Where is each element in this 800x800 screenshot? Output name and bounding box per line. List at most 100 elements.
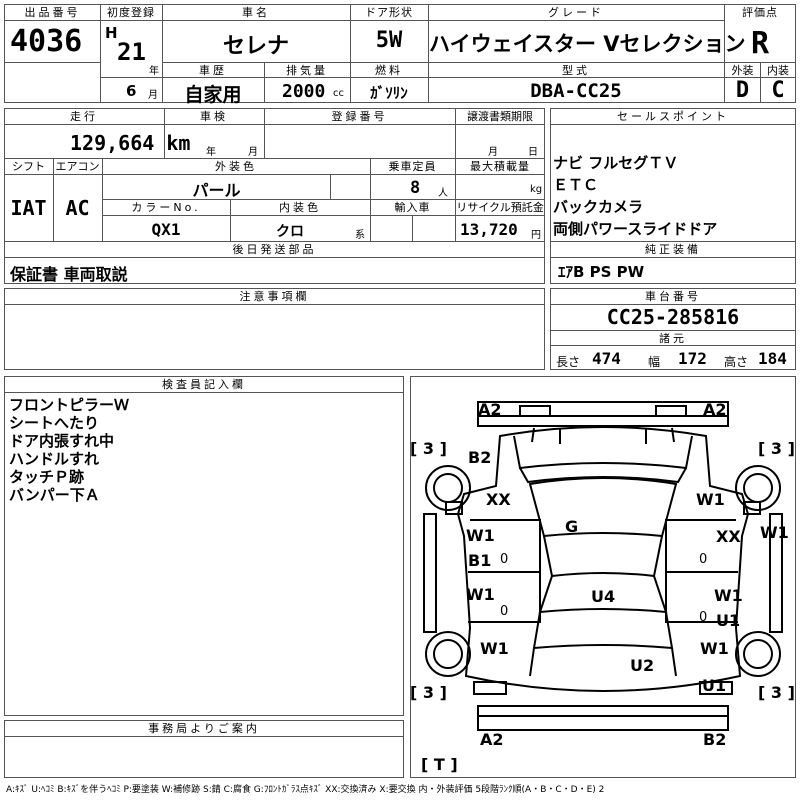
reg-era: H	[105, 24, 118, 42]
tire-tread-front-left: [ 3 ]	[410, 439, 447, 458]
label-capacity: 乗車定員	[371, 160, 454, 173]
length-label: 長さ	[556, 355, 581, 369]
label-sales-points: セールスポイント	[551, 110, 795, 123]
car-name: セレナ	[222, 34, 289, 59]
damage-code-rear-left: A2	[480, 730, 504, 749]
label-exterior: 外装	[725, 64, 760, 77]
damage-code-right-quarter: W1	[700, 639, 729, 658]
damage-code-left-fender-2: XX	[486, 490, 511, 509]
damage-code-left-door-2: B1	[468, 551, 492, 570]
label-fuel: 燃料	[351, 64, 427, 77]
label-aircon: エアコン	[54, 160, 101, 173]
chassis-number: CC25-285816	[606, 305, 740, 329]
aircon: AC	[65, 196, 90, 220]
sales-points-panel	[550, 108, 796, 284]
model-code: DBA-CC25	[530, 80, 622, 102]
damage-code-front-right: A2	[703, 400, 727, 419]
damage-code-right-fender: W1	[696, 490, 725, 509]
damage-code-left-rear-door: W1	[466, 585, 495, 604]
header-panel	[4, 4, 796, 103]
label-inspector: 検査員記入欄	[5, 378, 403, 391]
label-reg-no: 登録番号	[265, 110, 454, 123]
shift: IAT	[10, 196, 47, 220]
sales-point: ＥＴＣ	[553, 176, 599, 194]
label-notes: 注意事項欄	[5, 290, 544, 303]
reg-month: 6	[126, 82, 137, 100]
notes-panel	[4, 288, 545, 370]
displacement: 2000	[282, 81, 326, 102]
damage-code-right-rear: U1	[702, 676, 727, 695]
inspector-note: フロントピラーＷ	[9, 396, 130, 414]
sales-point: ナビ フルセグＴＶ	[553, 154, 679, 172]
damage-code-left-quarter: W1	[480, 639, 509, 658]
inspector-note: ドア内張すれ中	[9, 432, 115, 450]
color-no: QX1	[151, 220, 181, 239]
later-parts: 保証書 車両取説	[10, 265, 128, 284]
damage-code-left-door-1: W1	[466, 526, 495, 545]
max-load-unit: kg	[530, 184, 543, 195]
transfer-day-unit: 日	[528, 147, 538, 158]
chassis-panel	[550, 288, 796, 370]
label-car-name: 車名	[163, 6, 349, 19]
damage-code-left-door-3: 0	[500, 552, 509, 567]
reg-year-unit: 年	[149, 66, 159, 77]
transfer-month-unit: 月	[488, 147, 498, 158]
damage-code-right-side: W1	[760, 523, 789, 542]
ext-color: パール	[192, 181, 241, 200]
details-panel	[4, 108, 545, 284]
lot-number: 4036	[10, 24, 83, 59]
tire-tread-front-right: [ 3 ]	[758, 439, 795, 458]
label-lot-no: 出品番号	[5, 6, 100, 19]
damage-code-rear-right: B2	[703, 730, 727, 749]
label-recycle: リサイクル預託金	[456, 201, 544, 214]
history: 自家用	[184, 84, 242, 106]
damage-code-right-door-2: 0	[699, 552, 708, 567]
displacement-unit: cc	[333, 88, 344, 99]
label-chassis-no: 車台番号	[551, 290, 795, 303]
inspector-note: シートへたり	[9, 414, 100, 432]
label-history: 車歴	[163, 64, 263, 77]
label-max-load: 最大積載量	[456, 160, 544, 173]
damage-code-right-door-1: XX	[716, 527, 741, 546]
tire-tread-rear-left: [ 3 ]	[410, 683, 447, 702]
damage-code-rear-floor: U2	[630, 656, 655, 675]
width: 172	[678, 349, 707, 368]
recycle-fee: 13,720	[460, 220, 518, 239]
inspector-note: ハンドルすれ	[9, 450, 100, 468]
label-office: 事務局よりご案内	[5, 722, 403, 735]
inspection-month-unit: 月	[248, 147, 258, 158]
label-int-color: 内装色	[231, 201, 369, 214]
exterior-grade: D	[735, 78, 750, 103]
label-genuine-equip: 純正装備	[551, 243, 795, 256]
damage-code-right-rear-door-1: W1	[714, 586, 743, 605]
sales-point: バックカメラ	[553, 198, 644, 216]
damage-code-roof: G	[565, 517, 579, 536]
door-type: 5W	[375, 28, 403, 53]
label-import: 輸入車	[371, 201, 454, 214]
length: 474	[592, 349, 621, 368]
label-score: 評価点	[725, 6, 795, 19]
inspector-panel	[4, 376, 404, 716]
recycle-unit: 円	[531, 230, 541, 241]
inspector-note: タッチＰ跡	[9, 468, 85, 486]
label-ext-color: 外装色	[103, 160, 369, 173]
spare-tire: [ T ]	[421, 755, 458, 774]
label-color-no: カラーNo.	[103, 201, 229, 214]
int-color: クロ	[276, 224, 304, 240]
label-later-parts: 後日発送部品	[5, 243, 544, 256]
damage-code-left-fender: B2	[468, 448, 492, 467]
label-shift: シフト	[5, 160, 52, 173]
label-door: ドア形状	[351, 6, 427, 19]
damage-code-left-rear-door-2: 0	[500, 604, 509, 619]
sales-point: 両側パワースライドドア	[553, 220, 718, 238]
tire-tread-rear-right: [ 3 ]	[758, 683, 795, 702]
reg-month-unit: 月	[148, 90, 158, 101]
label-first-reg: 初度登録	[101, 6, 161, 19]
width-label: 幅	[648, 355, 661, 369]
genuine-equipment: ｴｱB PS PW	[558, 263, 645, 281]
score: R	[750, 26, 770, 61]
inspector-note: バンパー下Ａ	[9, 486, 100, 504]
car-diagram	[423, 401, 783, 731]
mileage: 129,664 km	[70, 131, 191, 155]
damage-diagram-panel	[410, 376, 796, 778]
